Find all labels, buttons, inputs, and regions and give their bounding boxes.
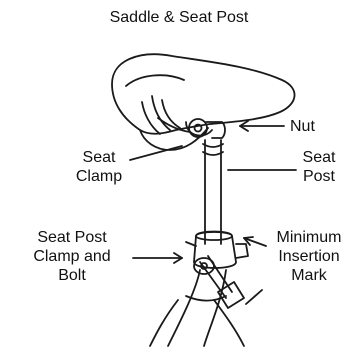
nut-label: Nut bbox=[290, 117, 315, 136]
seat-clamp-label: Seat Clamp bbox=[70, 148, 128, 186]
clamp-bolt-shape bbox=[218, 282, 244, 308]
seat-post-clamp-and-bolt-label: Seat Post Clamp and Bolt bbox=[18, 228, 126, 285]
diagram-title: Saddle & Seat Post bbox=[0, 8, 358, 27]
saddle bbox=[112, 54, 295, 133]
seat-clamp-shape bbox=[189, 119, 207, 137]
seat-post-label: Seat Post bbox=[290, 148, 348, 186]
minimum-insertion-mark-label: Minimum Insertion Mark bbox=[266, 228, 352, 285]
